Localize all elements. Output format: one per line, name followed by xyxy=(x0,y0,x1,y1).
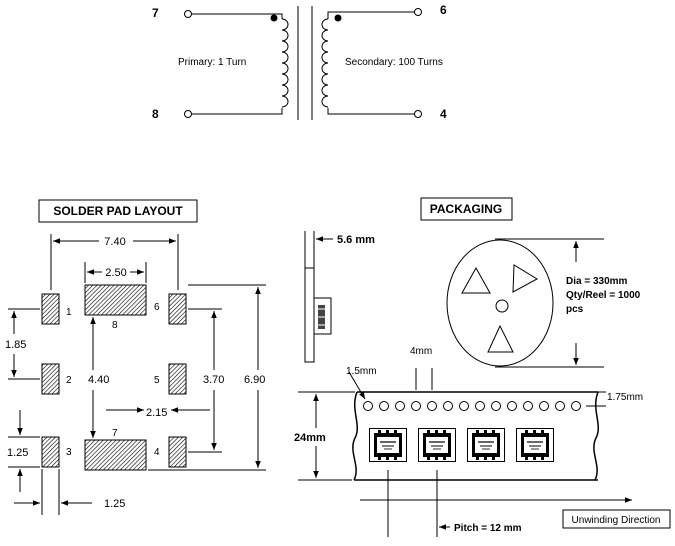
dim-3-70: 3.70 xyxy=(203,374,224,386)
reel-window-1 xyxy=(461,266,491,294)
pad-6-label: 6 xyxy=(154,302,160,313)
qty-per-reel-label: Qty/Reel = 1000 xyxy=(566,290,641,301)
solder-pad-title: SOLDER PAD LAYOUT xyxy=(53,204,183,218)
reel-window-2 xyxy=(512,264,539,293)
sprocket-hole xyxy=(523,401,533,411)
edge-offset-label: 1.75mm xyxy=(607,392,643,403)
pad-8-label: 8 xyxy=(112,320,118,331)
solder-pad-title-box xyxy=(38,199,198,223)
hole-dia-label: 1.5mm xyxy=(346,366,377,377)
pad-4-label: 4 xyxy=(154,447,160,458)
sprocket-hole xyxy=(427,401,437,411)
secondary-dot xyxy=(334,14,342,22)
dim-1-85: 1.85 xyxy=(5,339,26,351)
tape-component xyxy=(516,428,554,462)
sprocket-hole xyxy=(571,401,581,411)
dim-6-90: 6.90 xyxy=(244,374,265,386)
dim-2-15: 2.15 xyxy=(146,407,167,419)
pad-3 xyxy=(41,436,60,468)
unwinding-label: Unwinding Direction xyxy=(572,515,661,526)
tape-component xyxy=(467,428,505,462)
pitch-label: Pitch = 12 mm xyxy=(454,523,522,534)
sprocket-hole xyxy=(443,401,453,411)
sprocket-hole xyxy=(379,401,389,411)
pad-1 xyxy=(41,293,60,325)
dim-2-50: 2.50 xyxy=(105,267,126,279)
sprocket-hole xyxy=(491,401,501,411)
tape-width-label: 24mm xyxy=(294,432,326,444)
unwinding-box xyxy=(562,509,671,529)
pad-5-label: 5 xyxy=(154,375,160,386)
terminal-4 xyxy=(414,110,422,118)
pad-7-label: 7 xyxy=(112,428,118,439)
sprocket-hole xyxy=(411,401,421,411)
pad-1-label: 1 xyxy=(66,307,72,318)
pad-7 xyxy=(84,439,147,471)
pin-7-label: 7 xyxy=(152,6,159,20)
pin-6-label: 6 xyxy=(440,3,447,17)
tape-outline xyxy=(352,391,600,481)
dim-4-40: 4.40 xyxy=(88,374,109,386)
terminal-7 xyxy=(184,10,192,18)
terminal-8 xyxy=(184,110,192,118)
diameter-label: Dia = 330mm xyxy=(566,276,628,287)
dim-1-25-bottom: 1.25 xyxy=(104,498,125,510)
sprocket-hole xyxy=(555,401,565,411)
reel-side-view xyxy=(304,267,315,363)
hole-pitch-label: 4mm xyxy=(410,346,432,357)
tape-component xyxy=(369,428,407,462)
dim-1-25-left: 1.25 xyxy=(7,447,28,459)
pad-2-label: 2 xyxy=(66,375,72,386)
hole-dia-leader xyxy=(348,371,366,400)
pad-4 xyxy=(168,436,187,468)
sprocket-hole xyxy=(539,401,549,411)
sprocket-hole xyxy=(363,401,373,411)
pad-8 xyxy=(84,284,147,316)
packaging-title: PACKAGING xyxy=(430,202,502,216)
dim-7-40: 7.40 xyxy=(104,236,125,248)
dim-7-40-bg xyxy=(99,234,133,248)
pad-2 xyxy=(41,363,60,395)
sprocket-hole xyxy=(459,401,469,411)
primary-label: Primary: 1 Turn xyxy=(178,57,246,68)
packaging-title-box xyxy=(420,197,513,221)
transformer-schematic: 7 8 6 4 Primary: 1 Turn Secondary: 100 T… xyxy=(152,3,447,121)
reel-hub-hole xyxy=(495,299,509,313)
pad-6 xyxy=(168,293,187,325)
primary-leads xyxy=(191,13,283,115)
primary-winding xyxy=(281,18,289,108)
pad-3-label: 3 xyxy=(66,447,72,458)
packaging-diagram: PACKAGING 5.6 mm Dia = 330mm Qty/Reel = … xyxy=(294,197,671,537)
dim-2-50-bg xyxy=(102,265,130,279)
sprocket-holes xyxy=(363,401,581,411)
secondary-leads xyxy=(327,11,415,115)
secondary-label: Secondary: 100 Turns xyxy=(345,57,443,68)
sprocket-hole xyxy=(395,401,405,411)
thickness-label: 5.6 mm xyxy=(337,234,375,246)
solder-pad-layout: SOLDER PAD LAYOUT 1 2 3 6 5 4 8 7 7.40 2… xyxy=(5,199,266,515)
pcs-label: pcs xyxy=(566,304,584,315)
sprocket-hole xyxy=(475,401,485,411)
secondary-winding xyxy=(321,18,329,108)
reel-window-3 xyxy=(487,324,514,353)
sprocket-hole xyxy=(507,401,517,411)
pad-5 xyxy=(168,363,187,395)
pin-8-label: 8 xyxy=(152,107,159,121)
pin-4-label: 4 xyxy=(440,107,447,121)
tape-component xyxy=(418,428,456,462)
primary-dot xyxy=(270,14,278,22)
terminal-6 xyxy=(414,8,422,16)
